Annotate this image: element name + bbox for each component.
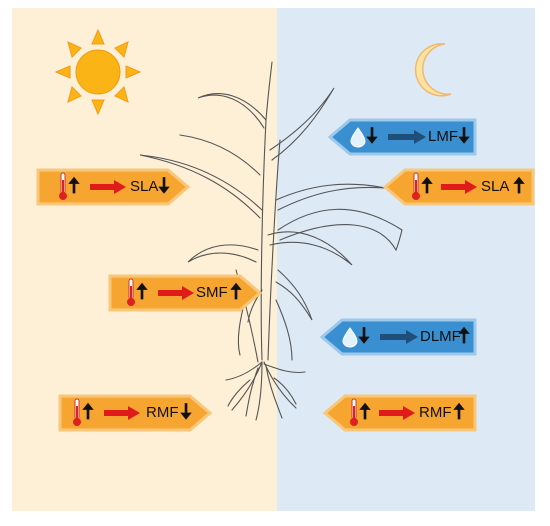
label-rmf-right: RMF bbox=[419, 404, 452, 421]
sign-dlmf: 🠇 DLMF 🠅 bbox=[319, 318, 477, 356]
thermometer-icon bbox=[412, 172, 420, 200]
sign-rmf-left: 🠅 RMF 🠇 bbox=[58, 394, 213, 432]
sign-lmf: 🠇 LMF 🠇 bbox=[327, 118, 477, 156]
label-lmf: LMF bbox=[428, 128, 458, 145]
thermometer-icon bbox=[350, 398, 358, 426]
thermometer-icon bbox=[127, 278, 135, 306]
label-dlmf: DLMF bbox=[420, 328, 461, 345]
label-smf: SMF bbox=[196, 284, 228, 301]
dark-blue-arrow bbox=[380, 330, 418, 344]
sign-sla-left: 🠅 SLA 🠇 bbox=[36, 168, 191, 206]
sun-icon bbox=[54, 28, 142, 116]
down-arrow: 🠇 bbox=[158, 173, 171, 198]
up-arrow: 🠅 bbox=[453, 399, 466, 424]
down-arrow: 🠇 bbox=[180, 399, 193, 424]
sign-smf: 🠅 SMF 🠅 bbox=[108, 274, 263, 312]
label-sla-left: SLA bbox=[130, 178, 159, 195]
down-arrow: 🠇 bbox=[358, 323, 371, 348]
up-arrow: 🠅 bbox=[421, 173, 434, 198]
red-arrow bbox=[441, 180, 477, 194]
up-arrow: 🠅 bbox=[458, 323, 471, 348]
moon-icon bbox=[414, 43, 452, 97]
thermometer-icon bbox=[59, 172, 67, 200]
water-drop-icon bbox=[350, 127, 366, 148]
down-arrow: 🠇 bbox=[458, 123, 471, 148]
label-sla-right: SLA bbox=[481, 178, 510, 195]
up-arrow: 🠅 bbox=[359, 399, 372, 424]
thermometer-icon bbox=[73, 398, 81, 426]
red-arrow bbox=[158, 286, 194, 300]
down-arrow: 🠇 bbox=[366, 123, 379, 148]
red-arrow bbox=[90, 180, 126, 194]
up-arrow: 🠅 bbox=[68, 173, 81, 198]
sign-rmf-right: 🠅 RMF 🠅 bbox=[322, 394, 477, 432]
sign-sla-right: 🠅 SLA 🠅 bbox=[382, 168, 535, 206]
up-arrow: 🠅 bbox=[230, 279, 243, 304]
up-arrow: 🠅 bbox=[82, 399, 95, 424]
red-arrow bbox=[379, 406, 415, 420]
up-arrow: 🠅 bbox=[513, 173, 526, 198]
red-arrow bbox=[104, 406, 140, 420]
water-drop-icon bbox=[342, 327, 358, 348]
up-arrow: 🠅 bbox=[136, 279, 149, 304]
dark-blue-arrow bbox=[388, 130, 426, 144]
label-rmf-left: RMF bbox=[146, 404, 179, 421]
